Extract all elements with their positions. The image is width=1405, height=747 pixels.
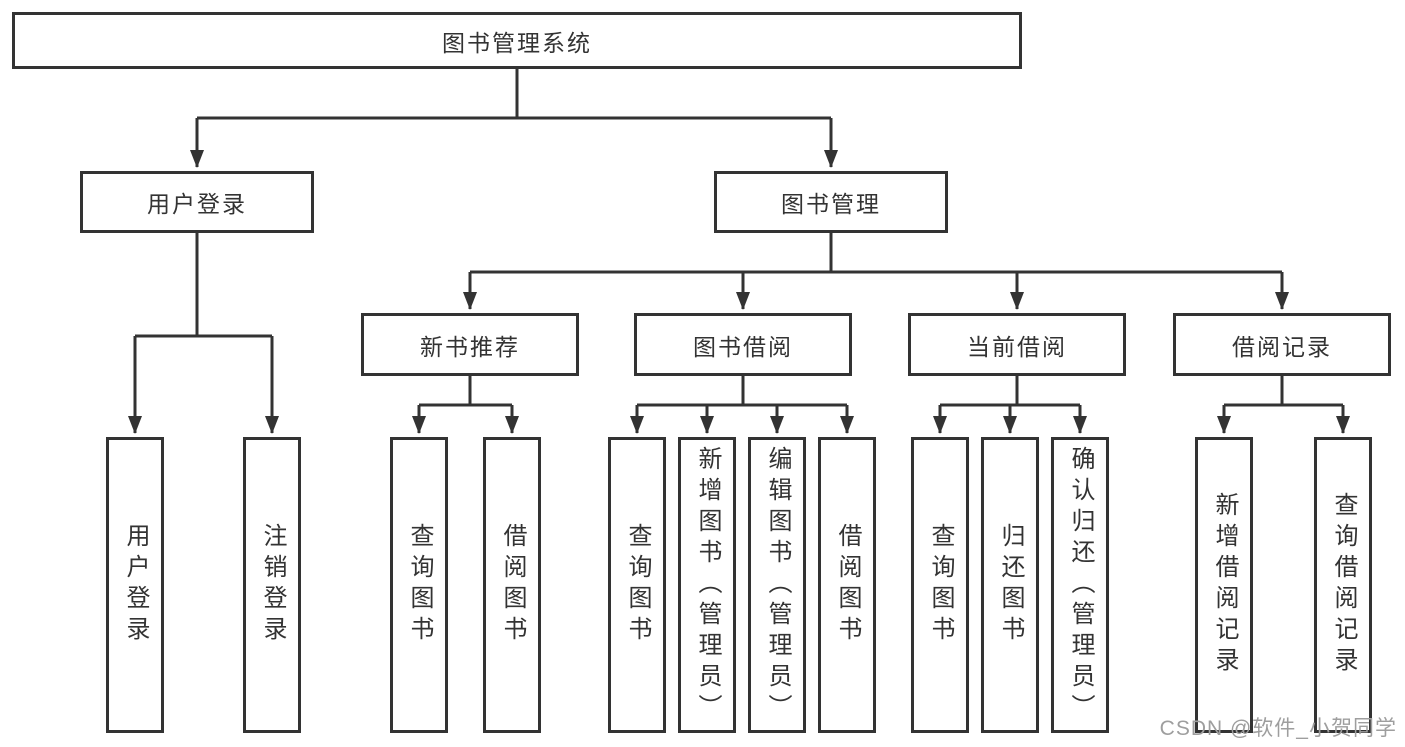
- node-label: 借阅图书: [499, 523, 526, 647]
- node-label: 借阅图书: [834, 523, 861, 647]
- node-label: 图书管理系统: [442, 29, 592, 56]
- node-label: 图书借阅: [693, 333, 793, 360]
- node-label: 新增图书（管理员）: [694, 445, 721, 725]
- node-label: 编辑图书（管理员）: [764, 445, 791, 725]
- node-library-system: 图书管理系统: [12, 12, 1022, 69]
- node-new-book-recommend: 新书推荐: [361, 313, 579, 376]
- node-label: 查询图书: [624, 523, 651, 647]
- leaf-user-login: 用户登录: [106, 437, 164, 733]
- node-label: 注销登录: [259, 523, 286, 647]
- node-book-borrow: 图书借阅: [634, 313, 852, 376]
- node-current-borrow: 当前借阅: [908, 313, 1126, 376]
- node-label: 新增借阅记录: [1211, 492, 1238, 678]
- csdn-watermark: CSDN @软件_小贺同学: [1159, 717, 1397, 740]
- leaf-add-book-admin: 新增图书（管理员）: [678, 437, 736, 733]
- leaf-query-books-current: 查询图书: [911, 437, 969, 733]
- node-label: 查询借阅记录: [1330, 492, 1357, 678]
- node-label: 借阅记录: [1232, 333, 1332, 360]
- node-user-login: 用户登录: [80, 171, 314, 233]
- node-label: 当前借阅: [967, 333, 1067, 360]
- node-label: 用户登录: [147, 191, 247, 217]
- leaf-logout: 注销登录: [243, 437, 301, 733]
- leaf-return-book: 归还图书: [981, 437, 1039, 733]
- node-label: 归还图书: [997, 523, 1024, 647]
- leaf-query-borrow-record: 查询借阅记录: [1314, 437, 1372, 733]
- node-borrow-records: 借阅记录: [1173, 313, 1391, 376]
- node-book-management: 图书管理: [714, 171, 948, 233]
- leaf-confirm-return-admin: 确认归还（管理员）: [1051, 437, 1109, 733]
- node-label: 查询图书: [927, 523, 954, 647]
- leaf-borrow-books-recommend: 借阅图书: [483, 437, 541, 733]
- node-label: 用户登录: [122, 523, 149, 647]
- node-label: 新书推荐: [420, 333, 520, 360]
- node-label: 确认归还（管理员）: [1067, 445, 1094, 725]
- leaf-edit-book-admin: 编辑图书（管理员）: [748, 437, 806, 733]
- leaf-query-books-recommend: 查询图书: [390, 437, 448, 733]
- leaf-borrow-books: 借阅图书: [818, 437, 876, 733]
- leaf-add-borrow-record: 新增借阅记录: [1195, 437, 1253, 733]
- node-label: 查询图书: [406, 523, 433, 647]
- node-label: 图书管理: [781, 191, 881, 217]
- leaf-query-books-borrow: 查询图书: [608, 437, 666, 733]
